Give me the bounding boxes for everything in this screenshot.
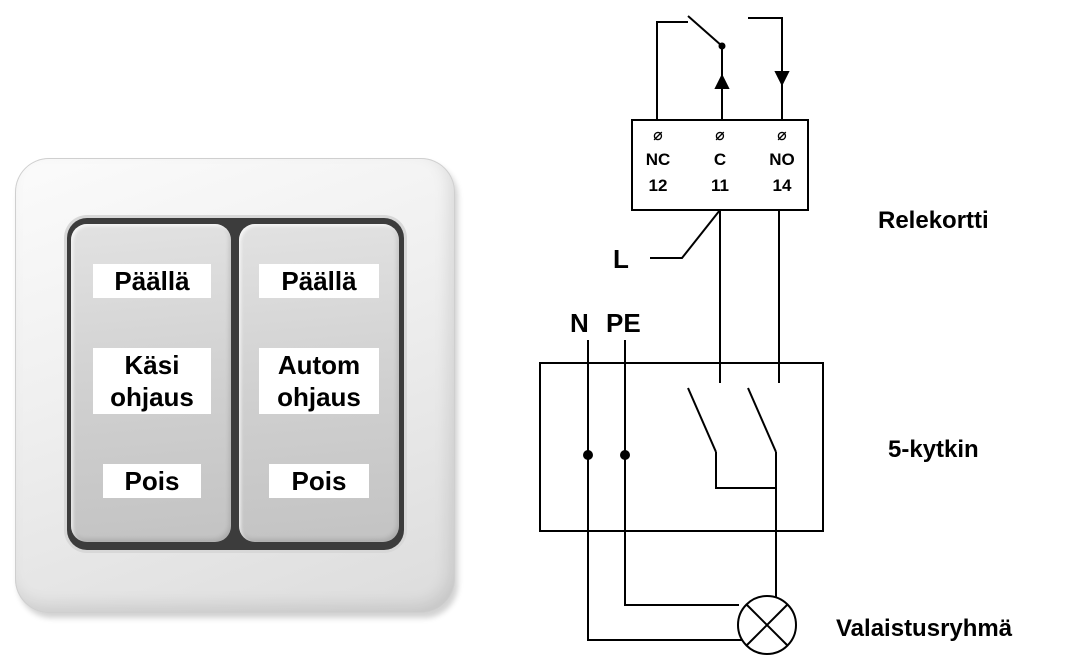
earth-junction-dot [620,450,630,460]
switch-cover-plate: Päällä Käsi ohjaus Pois Päällä Autom ohj… [15,158,455,613]
terminal-no: ⌀ NO 14 [769,127,795,195]
terminal-nc: ⌀ NC 12 [646,127,671,195]
right-mode-label-line1: Autom [259,348,379,382]
terminal-no-symbol: ⌀ [777,127,787,144]
terminal-nc-name: NC [646,150,671,169]
left-mode-label-line1: Käsi [93,348,211,382]
switch-recess: Päällä Käsi ohjaus Pois Päällä Autom ohj… [67,218,404,550]
terminal-no-name: NO [769,150,795,169]
relay-card-label: Relekortti [878,207,989,234]
terminal-nc-number: 12 [649,176,668,195]
terminal-nc-symbol: ⌀ [653,127,663,144]
left-off-label: Pois [103,464,201,498]
lamp-icon [737,595,797,655]
terminal-c-symbol: ⌀ [715,127,725,144]
auto-control-rocker[interactable]: Päällä Autom ohjaus Pois [239,224,399,542]
protective-earth-label: PE [606,308,641,338]
manual-control-rocker[interactable]: Päällä Käsi ohjaus Pois [71,224,231,542]
line-label: L [613,244,629,274]
neutral-label: N [570,308,589,338]
neutral-junction-dot [583,450,593,460]
left-on-label: Päällä [93,264,211,298]
lighting-group-label: Valaistusryhmä [836,615,1013,642]
circuit-wires [587,209,780,641]
switch-photo: Päällä Käsi ohjaus Pois Päällä Autom ohj… [0,0,470,661]
switch-enclosure [539,362,824,532]
right-on-label: Päällä [259,264,379,298]
terminal-no-number: 14 [773,176,792,195]
terminal-c: ⌀ C 11 [711,127,729,195]
left-mode-label-line2: ohjaus [93,382,211,414]
right-off-label: Pois [269,464,369,498]
relay-contact-wires [656,15,790,120]
switch-label: 5-kytkin [888,436,979,463]
right-mode-label-line2: ohjaus [259,382,379,414]
terminal-c-name: C [714,150,726,169]
terminal-c-number: 11 [711,176,729,195]
